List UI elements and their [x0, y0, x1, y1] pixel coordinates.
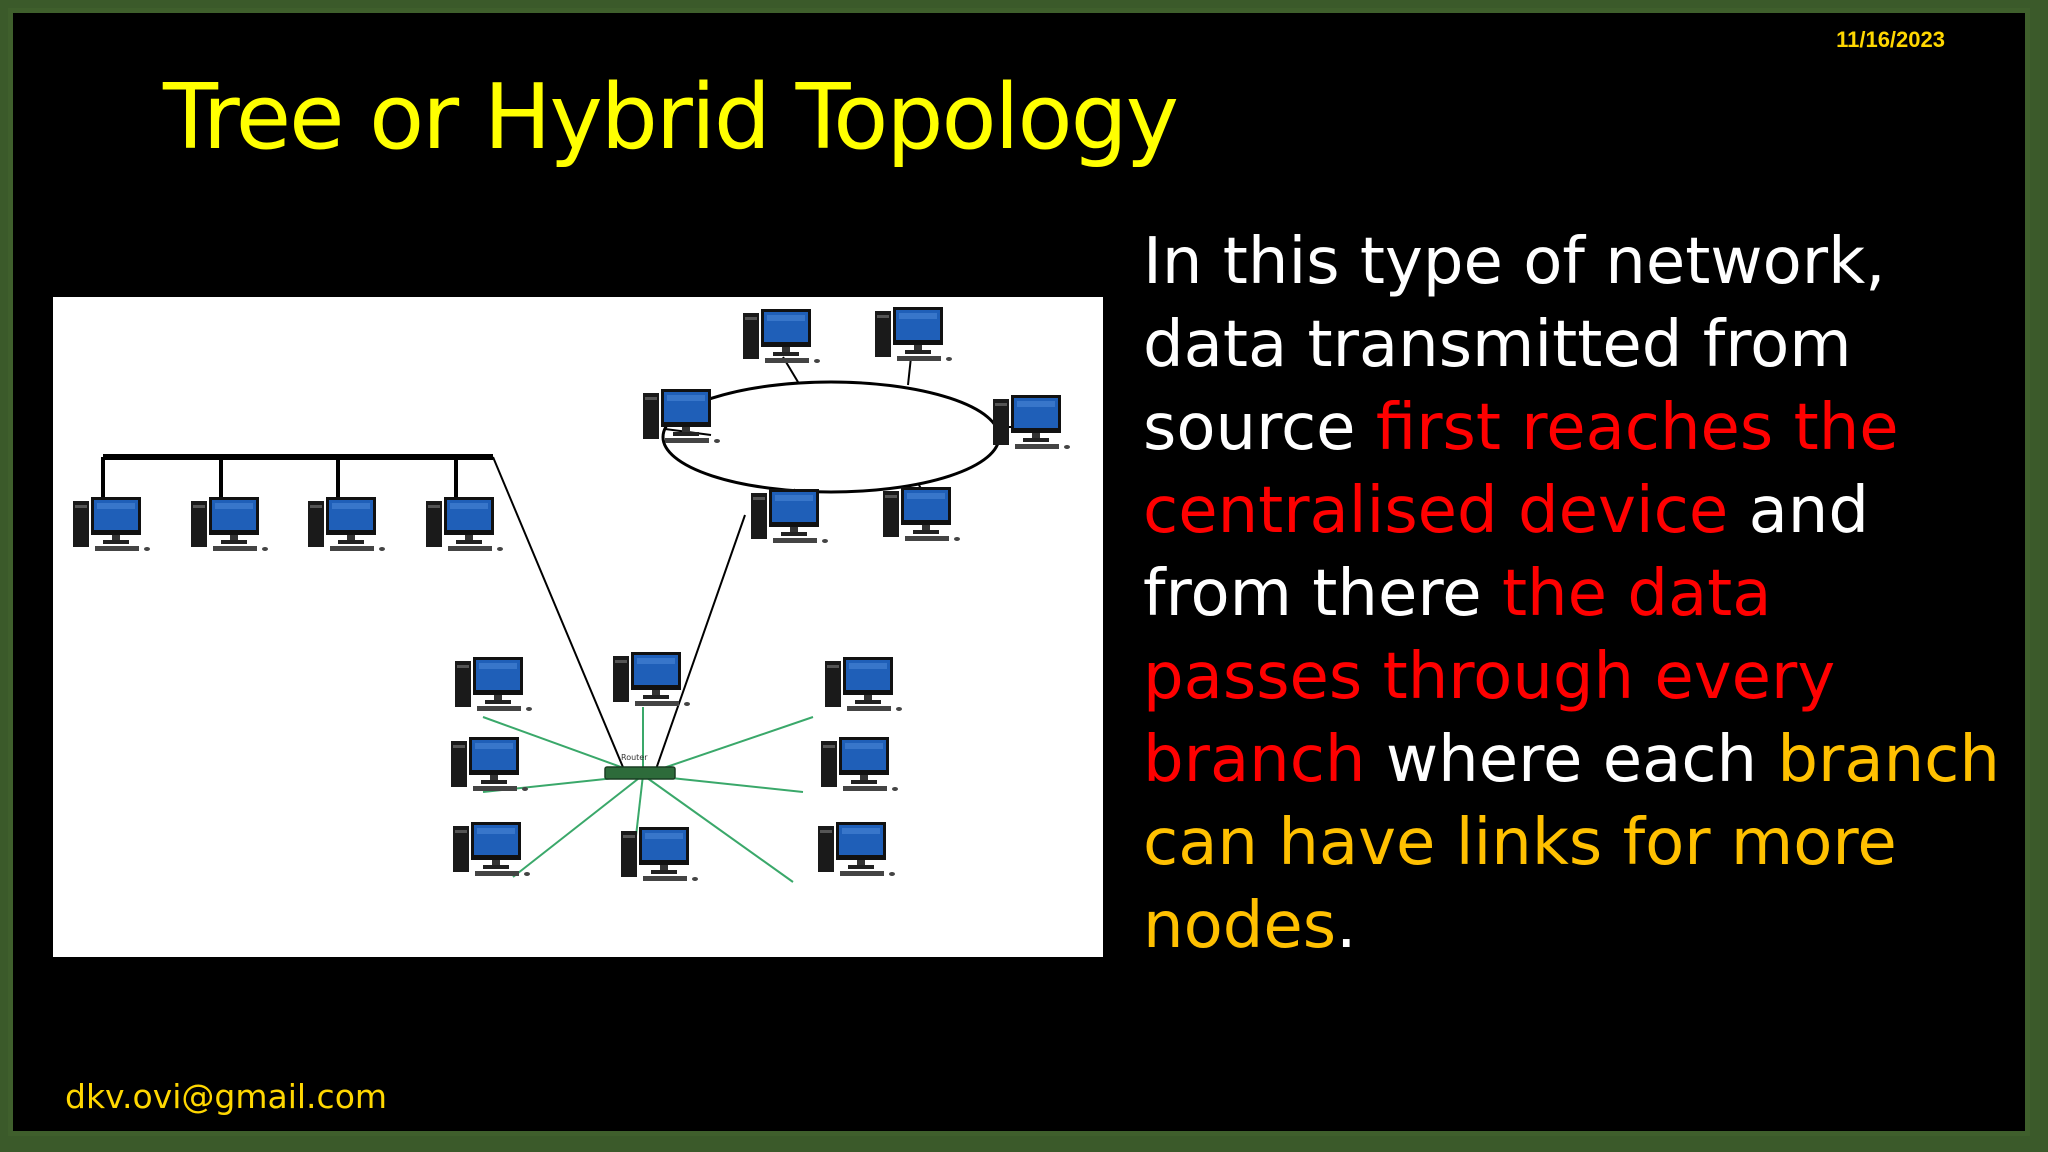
computer-icon — [875, 307, 952, 361]
computer-icon — [451, 737, 528, 791]
text-highlight-red: first reaches the centralised device — [1143, 391, 1899, 548]
computer-icon — [73, 497, 150, 551]
text-plain: . — [1336, 889, 1357, 963]
text-plain: where each — [1365, 723, 1778, 797]
computer-icon — [453, 822, 530, 876]
computer-icon — [191, 497, 268, 551]
computer-icon — [455, 657, 532, 711]
topology-diagram: Router — [53, 297, 1103, 957]
computer-icon — [621, 827, 698, 881]
computer-icon — [613, 652, 690, 706]
computer-icon — [993, 395, 1070, 449]
description-text: In this type of network, data transmitte… — [1143, 221, 2003, 968]
text-highlight-red: the data passes through every branch — [1143, 557, 1836, 797]
slide-title: Tree or Hybrid Topology — [163, 65, 1179, 170]
footer-email: dkv.ovi@gmail.com — [65, 1077, 388, 1116]
text-highlight-gold: branch can have links for more nodes — [1143, 723, 2000, 963]
computer-icon — [426, 497, 503, 551]
topology-diagram-svg: Router — [73, 307, 1070, 883]
bus-segment — [73, 454, 503, 551]
computer-icon — [818, 822, 895, 876]
computer-icon — [883, 487, 960, 541]
computer-icon — [751, 489, 828, 543]
computer-icon — [825, 657, 902, 711]
computer-icon — [743, 309, 820, 363]
slide: 11/16/2023 Tree or Hybrid Topology — [8, 8, 2030, 1136]
ring-segment — [643, 307, 1070, 543]
text-plain: and from there — [1143, 474, 1869, 631]
text-plain: In this type of network, data transmitte… — [1143, 225, 1886, 465]
router-icon — [604, 766, 676, 780]
computer-icon — [308, 497, 385, 551]
slide-date: 11/16/2023 — [1836, 27, 1945, 52]
computer-icon — [821, 737, 898, 791]
star-segment: Router — [451, 652, 902, 883]
router-label: Router — [621, 753, 648, 762]
